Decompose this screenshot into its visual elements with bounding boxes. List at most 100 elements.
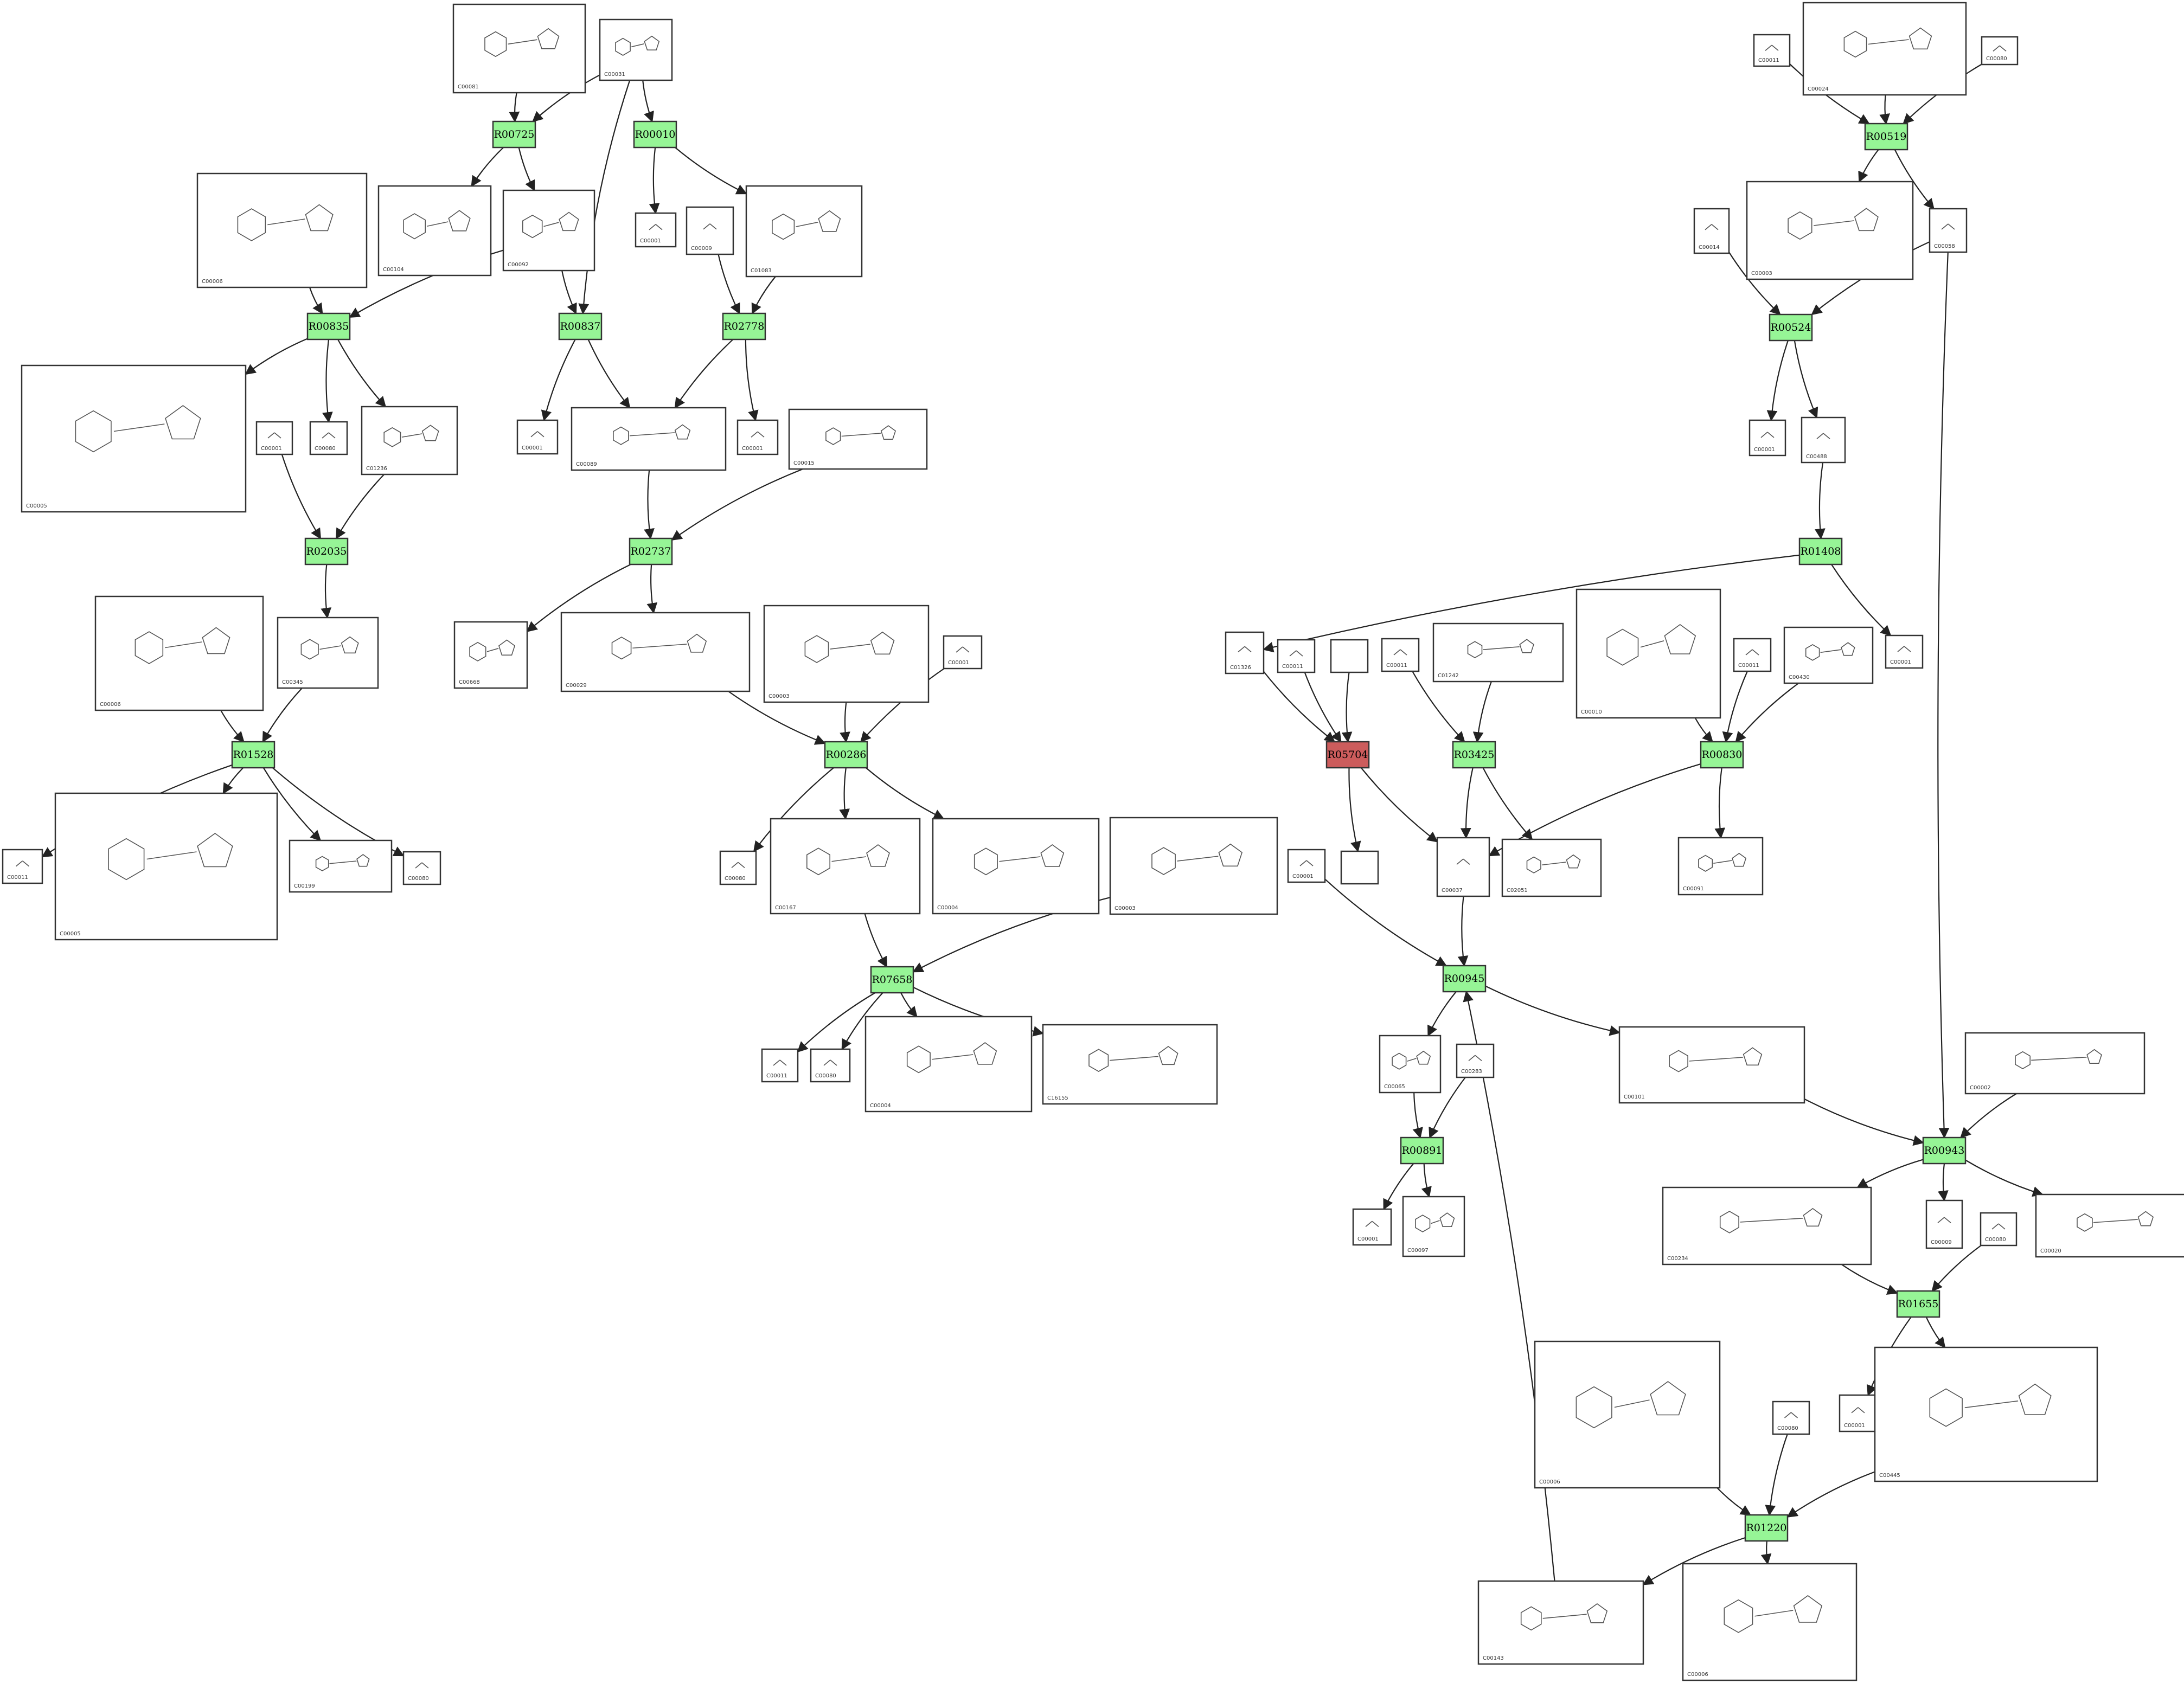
compound-c01083[interactable]: C01083 xyxy=(745,185,863,278)
compound-c00001[interactable]: C00001 xyxy=(1839,1394,1878,1433)
compound-c00001[interactable]: C00001 xyxy=(1749,419,1786,457)
reaction-r00945[interactable]: R00945 xyxy=(1442,965,1487,993)
compound-box[interactable] xyxy=(1682,1563,1858,1681)
compound-c00001[interactable]: C00001 xyxy=(943,635,983,670)
compound-c00006[interactable]: C00006 xyxy=(196,172,368,288)
reaction-box[interactable] xyxy=(1325,741,1370,769)
compound-c00234[interactable]: C00234 xyxy=(1662,1186,1872,1266)
compound-c00001[interactable]: C00001 xyxy=(1885,634,1924,669)
compound-box[interactable] xyxy=(810,1048,851,1083)
compound-c00004[interactable]: C00004 xyxy=(864,1016,1033,1113)
compound-c00283[interactable]: C00283 xyxy=(1456,1043,1495,1078)
reaction-box[interactable] xyxy=(629,537,673,566)
compound-c00104[interactable]: C00104 xyxy=(377,185,492,277)
compound-box[interactable] xyxy=(719,850,757,885)
compound-c00080[interactable]: C00080 xyxy=(1980,1212,2018,1247)
compound-c00430[interactable]: C00430 xyxy=(1783,626,1874,684)
reaction-r00835[interactable]: R00835 xyxy=(306,312,351,341)
reaction-box[interactable] xyxy=(824,741,868,769)
compound-box[interactable] xyxy=(54,792,278,941)
compound-c00011[interactable]: C00011 xyxy=(1381,638,1420,672)
compound-c00010[interactable]: C00010 xyxy=(1575,588,1721,719)
compound-box[interactable] xyxy=(1330,639,1369,673)
compound-box[interactable] xyxy=(1746,181,1914,280)
compound-box[interactable] xyxy=(309,421,348,455)
compound-blank[interactable] xyxy=(1330,639,1369,673)
reaction-r02737[interactable]: R02737 xyxy=(629,537,673,566)
reaction-r00725[interactable]: R00725 xyxy=(492,120,536,149)
reaction-box[interactable] xyxy=(558,312,603,341)
compound-box[interactable] xyxy=(1352,1208,1392,1246)
reaction-r05704[interactable]: R05704 xyxy=(1325,741,1370,769)
reaction-box[interactable] xyxy=(870,966,914,994)
reaction-r00010[interactable]: R00010 xyxy=(633,120,677,149)
compound-c00011[interactable]: C00011 xyxy=(1753,34,1791,67)
compound-c00080[interactable]: C00080 xyxy=(810,1048,851,1083)
compound-c00014[interactable]: C00014 xyxy=(1693,208,1730,254)
reaction-r00519[interactable]: R00519 xyxy=(1864,123,1908,151)
compound-box[interactable] xyxy=(1534,1340,1721,1489)
compound-box[interactable] xyxy=(1456,1043,1495,1078)
compound-c00003[interactable]: C00003 xyxy=(1109,817,1278,915)
compound-c00037[interactable]: C00037 xyxy=(1436,837,1490,897)
compound-box[interactable] xyxy=(560,612,751,692)
compound-box[interactable] xyxy=(1340,850,1379,885)
compound-c00001[interactable]: C00001 xyxy=(1287,849,1326,883)
compound-c00003[interactable]: C00003 xyxy=(763,605,930,703)
compound-box[interactable] xyxy=(1042,1024,1218,1105)
compound-c00080[interactable]: C00080 xyxy=(1772,1401,1810,1435)
compound-c00015[interactable]: C00015 xyxy=(788,408,928,470)
reaction-box[interactable] xyxy=(1798,537,1843,566)
compound-box[interactable] xyxy=(1802,2,1967,96)
reaction-box[interactable] xyxy=(1400,1136,1444,1165)
compound-c00011[interactable]: C00011 xyxy=(2,849,43,884)
compound-box[interactable] xyxy=(1964,1032,2145,1095)
compound-box[interactable] xyxy=(1885,634,1924,669)
compound-box[interactable] xyxy=(1733,638,1772,672)
compound-box[interactable] xyxy=(502,189,595,272)
compound-box[interactable] xyxy=(1287,849,1326,883)
compound-c00001[interactable]: C00001 xyxy=(516,419,559,455)
compound-c00011[interactable]: C00011 xyxy=(761,1048,799,1083)
compound-c00080[interactable]: C00080 xyxy=(309,421,348,455)
compound-box[interactable] xyxy=(94,595,264,711)
compound-c00080[interactable]: C00080 xyxy=(1981,36,2019,66)
compound-box[interactable] xyxy=(686,206,734,255)
reaction-r02035[interactable]: R02035 xyxy=(304,537,349,566)
compound-box[interactable] xyxy=(2035,1193,2184,1258)
compound-box[interactable] xyxy=(1432,622,1564,683)
reaction-r03425[interactable]: R03425 xyxy=(1452,741,1496,769)
compound-c00020[interactable]: C00020 xyxy=(2035,1193,2184,1258)
reaction-box[interactable] xyxy=(306,312,351,341)
compound-box[interactable] xyxy=(1749,419,1786,457)
compound-c00001[interactable]: C00001 xyxy=(255,421,293,455)
compound-box[interactable] xyxy=(599,18,673,81)
compound-c00024[interactable]: C00024 xyxy=(1802,2,1967,96)
reaction-box[interactable] xyxy=(304,537,349,566)
compound-box[interactable] xyxy=(1981,36,2019,66)
compound-box[interactable] xyxy=(1662,1186,1872,1266)
compound-box[interactable] xyxy=(1436,837,1490,897)
reaction-box[interactable] xyxy=(633,120,677,149)
compound-c00089[interactable]: C00089 xyxy=(571,407,727,471)
compound-c00011[interactable]: C00011 xyxy=(1277,639,1316,673)
compound-box[interactable] xyxy=(1753,34,1791,67)
compound-c02051[interactable]: C02051 xyxy=(1501,838,1602,897)
reaction-r07658[interactable]: R07658 xyxy=(870,966,914,994)
compound-blank[interactable] xyxy=(1340,850,1379,885)
reaction-box[interactable] xyxy=(1744,1514,1789,1542)
reaction-box[interactable] xyxy=(1442,965,1487,993)
reaction-box[interactable] xyxy=(1452,741,1496,769)
compound-box[interactable] xyxy=(277,616,379,689)
reaction-box[interactable] xyxy=(492,120,536,149)
compound-c00001[interactable]: C00001 xyxy=(736,419,779,455)
compound-c00009[interactable]: C00009 xyxy=(686,206,734,255)
reaction-box[interactable] xyxy=(1700,741,1744,769)
compound-c00081[interactable]: C00081 xyxy=(452,3,586,94)
compound-c00009[interactable]: C00009 xyxy=(1925,1199,1963,1249)
compound-c00031[interactable]: C00031 xyxy=(599,18,673,81)
compound-box[interactable] xyxy=(763,605,930,703)
compound-box[interactable] xyxy=(1277,639,1316,673)
compound-box[interactable] xyxy=(1693,208,1730,254)
compound-box[interactable] xyxy=(452,3,586,94)
